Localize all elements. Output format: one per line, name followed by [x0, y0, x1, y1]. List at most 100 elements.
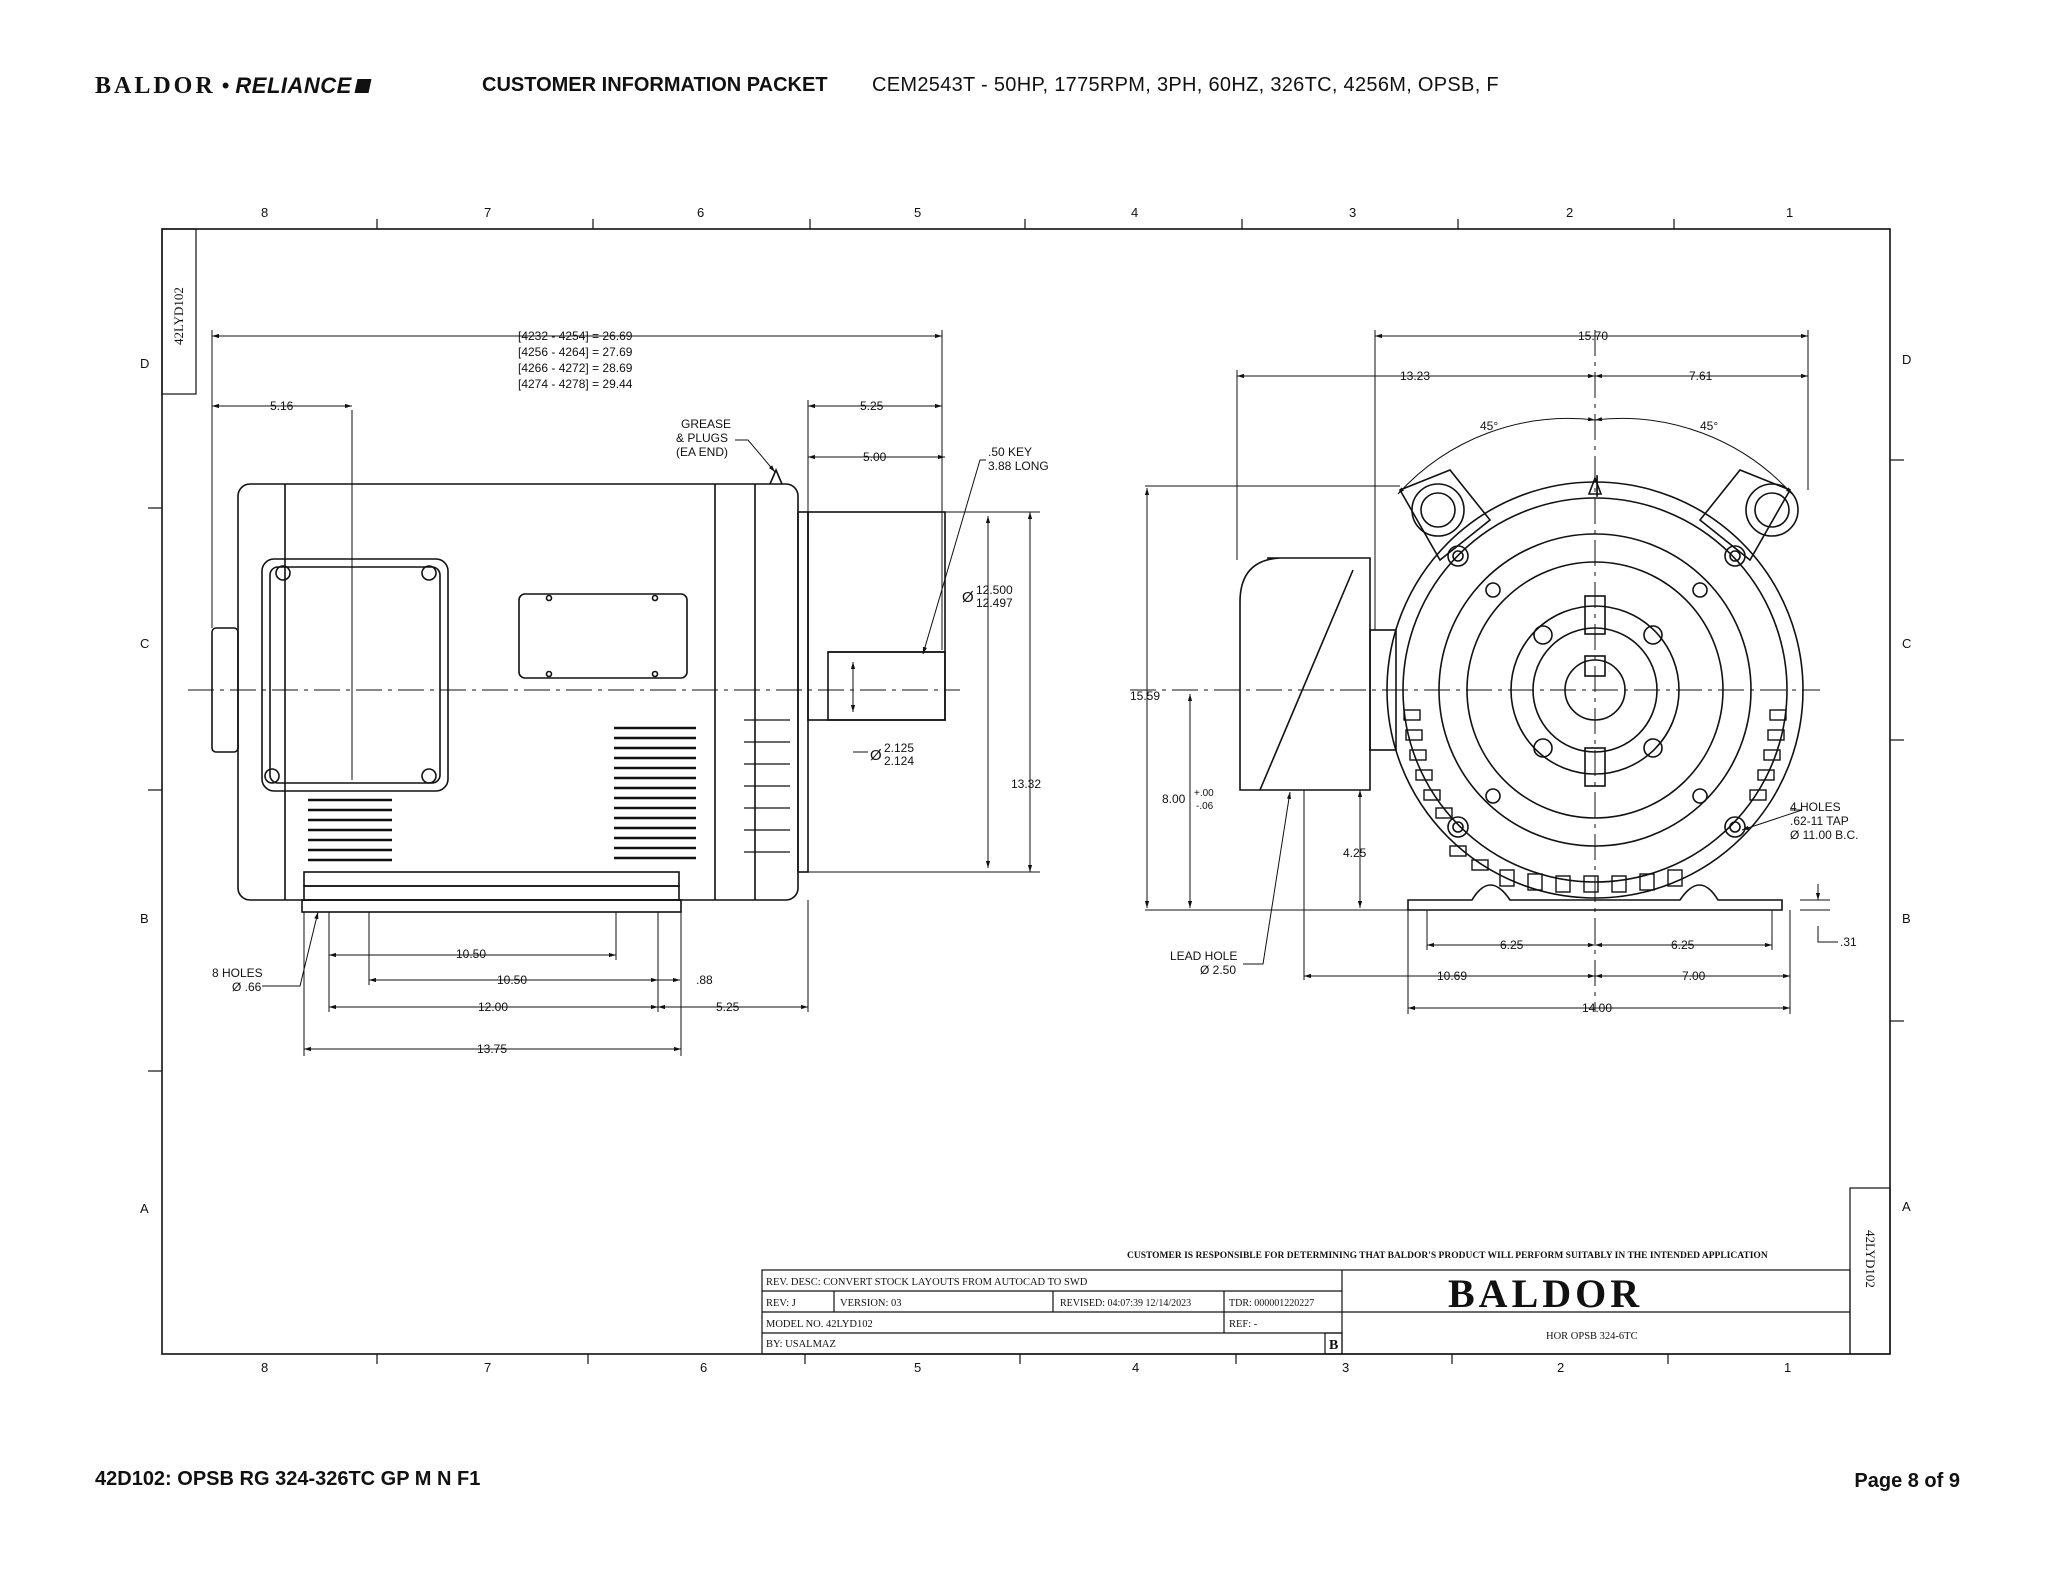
- zone-top-7: 7: [484, 205, 491, 220]
- drawing-description: HOR OPSB 324-6TC: [1546, 1331, 1638, 1342]
- zone-bottom-8: 8: [261, 1360, 268, 1375]
- version: VERSION: 03: [840, 1298, 902, 1309]
- zone-top-8: 8: [261, 205, 268, 220]
- pilot-dia-max: 12.500: [976, 583, 1013, 597]
- holes-label-2: Ø .66: [232, 980, 262, 994]
- zone-bottom-5: 5: [914, 1360, 921, 1375]
- shaft-dia-symbol: Ø: [870, 747, 882, 764]
- drawn-by: BY: USALMAZ: [766, 1339, 836, 1350]
- model-line: CEM2543T - 50HP, 1775RPM, 3PH, 60HZ, 326…: [872, 74, 1499, 96]
- baldor-logo: BALDOR: [1448, 1271, 1643, 1316]
- dim-13-75: 13.75: [477, 1042, 507, 1056]
- dim-8-00: 8.00: [1162, 792, 1186, 806]
- rev-desc: REV. DESC: CONVERT STOCK LAYOUTS FROM AU…: [766, 1277, 1088, 1288]
- overall-length-2: [4256 - 4264] = 27.69: [518, 345, 633, 359]
- sheet-size: B: [1329, 1338, 1338, 1353]
- brand-logo: BALDOR • RELIANCE: [95, 70, 372, 102]
- overall-length-3: [4266 - 4272] = 28.69: [518, 361, 633, 375]
- zone-bottom-1: 1: [1784, 1360, 1791, 1375]
- pilot-dia-symbol: Ø: [962, 589, 974, 606]
- overall-length-1: [4232 - 4254] = 26.69: [518, 329, 633, 343]
- tap-label-2: .62-11 TAP: [1790, 814, 1849, 828]
- key-label-1: .50 KEY: [988, 445, 1032, 459]
- zone-bottom-7: 7: [484, 1360, 491, 1375]
- grease-label-2: & PLUGS: [676, 431, 728, 445]
- ref: REF: -: [1229, 1319, 1258, 1330]
- dim-15-59: 15.59: [1130, 689, 1160, 703]
- lead-hole-dia: Ø 2.50: [1200, 963, 1236, 977]
- dim-14-00: 14.00: [1582, 1001, 1612, 1015]
- zone-top-1: 1: [1786, 205, 1793, 220]
- overall-length-4: [4274 - 4278] = 29.44: [518, 377, 633, 391]
- dim-5-25-bottom: 5.25: [716, 1000, 740, 1014]
- zone-top-5: 5: [914, 205, 921, 220]
- zone-labels-side: D C B A D C B A: [140, 352, 1911, 1216]
- dim-12-00: 12.00: [478, 1000, 508, 1014]
- zone-left-A: A: [140, 1201, 149, 1216]
- rev-letter: REV: J: [766, 1298, 796, 1309]
- holes-label-1: 8 HOLES: [212, 966, 263, 980]
- tol-minus: -.06: [1196, 801, 1214, 812]
- dim-0-31: .31: [1840, 935, 1857, 949]
- title-block-text: REV. DESC: CONVERT STOCK LAYOUTS FROM AU…: [766, 1271, 1643, 1353]
- dim-4-25: 4.25: [1343, 846, 1367, 860]
- title-block: [761, 1269, 1851, 1355]
- zone-right-C: C: [1902, 636, 1911, 651]
- end-view-fins: [1403, 709, 1787, 893]
- zone-top-2: 2: [1566, 205, 1573, 220]
- dim-10-50-a: 10.50: [456, 947, 486, 961]
- pilot-dia-min: 12.497: [976, 596, 1013, 610]
- zone-right-B: B: [1902, 911, 1911, 926]
- zone-right-D: D: [1902, 352, 1911, 367]
- zone-bottom-2: 2: [1557, 1360, 1564, 1375]
- packet-title: CUSTOMER INFORMATION PACKET: [482, 74, 828, 96]
- lead-hole-label: LEAD HOLE: [1170, 949, 1237, 963]
- end-view-centerlines: [1130, 330, 1820, 1012]
- dim-7-00: 7.00: [1682, 969, 1706, 983]
- zone-top-6: 6: [697, 205, 704, 220]
- dim-6-25-a: 6.25: [1500, 938, 1524, 952]
- zone-left-B: B: [140, 911, 149, 926]
- motor-side-view: [211, 467, 946, 913]
- angle-45-left: 45°: [1480, 419, 1498, 433]
- dim-10-69: 10.69: [1437, 969, 1467, 983]
- zone-bottom-3: 3: [1342, 1360, 1349, 1375]
- dim-0-88: .88: [696, 973, 713, 987]
- zone-top-4: 4: [1131, 205, 1138, 220]
- zone-bottom-6: 6: [700, 1360, 707, 1375]
- shaft-dia-min: 2.124: [884, 754, 914, 768]
- angle-45-right: 45°: [1700, 419, 1718, 433]
- key-label-2: 3.88 LONG: [988, 459, 1049, 473]
- zone-labels-top: 8 7 6 5 4 3 2 1: [261, 205, 1793, 220]
- grease-label-3: (EA END): [676, 445, 728, 459]
- corner-id-top: 42LYD102: [171, 287, 186, 345]
- dim-13-32: 13.32: [1011, 777, 1041, 791]
- dim-13-23: 13.23: [1400, 369, 1430, 383]
- end-dimension-lines: [1144, 330, 1838, 1014]
- zone-right-A: A: [1902, 1199, 1911, 1214]
- dim-5-00: 5.00: [863, 450, 887, 464]
- dim-7-61: 7.61: [1689, 369, 1713, 383]
- revised-date: REVISED: 04:07:39 12/14/2023: [1060, 1298, 1191, 1309]
- end-dimension-text: 15.70 13.23 7.61 45° 45° 15.59 8.00 +.00…: [1130, 329, 1858, 1015]
- tol-plus: +.00: [1194, 788, 1214, 799]
- brand-baldor: BALDOR: [95, 72, 216, 99]
- dim-15-70: 15.70: [1578, 329, 1608, 343]
- side-dimension-lines: [211, 330, 1040, 1056]
- zone-left-C: C: [140, 636, 149, 651]
- title-disclaimer: CUSTOMER IS RESPONSIBLE FOR DETERMINING …: [1127, 1251, 1768, 1261]
- tap-label-3: Ø 11.00 B.C.: [1790, 828, 1858, 842]
- dim-5-16: 5.16: [270, 399, 294, 413]
- zone-bottom-4: 4: [1132, 1360, 1139, 1375]
- corner-box-top: [161, 228, 197, 395]
- side-dimension-text: [4232 - 4254] = 26.69 [4256 - 4264] = 27…: [212, 329, 1049, 1056]
- model-number: MODEL NO. 42LYD102: [766, 1319, 873, 1330]
- tap-label-1: 4 HOLES: [1790, 800, 1841, 814]
- page-number: Page 8 of 9: [1854, 1470, 1960, 1492]
- brand-reliance: RELIANCE: [235, 73, 352, 98]
- drawing-id: 42D102: OPSB RG 324-326TC GP M N F1: [95, 1468, 481, 1490]
- shaft-dia-max: 2.125: [884, 741, 914, 755]
- brand-separator: •: [221, 73, 230, 98]
- dim-10-50-b: 10.50: [497, 973, 527, 987]
